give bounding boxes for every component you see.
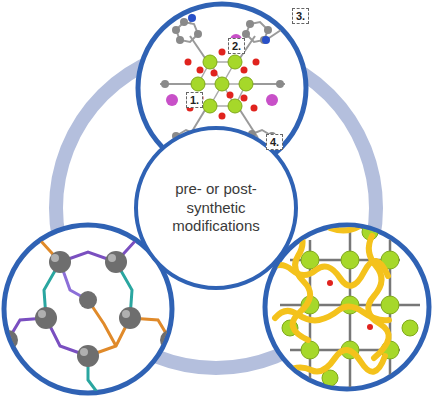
polymer-composite [265, 223, 429, 390]
callout-number: 1. [186, 92, 203, 108]
callout-number: 4. [266, 134, 283, 150]
center-circle: pre- or post-synthetic modifications [134, 126, 298, 290]
callout-number: 3. [292, 8, 309, 24]
center-label: pre- or post-synthetic modifications [157, 180, 275, 236]
callout-number: 2. [228, 38, 245, 54]
